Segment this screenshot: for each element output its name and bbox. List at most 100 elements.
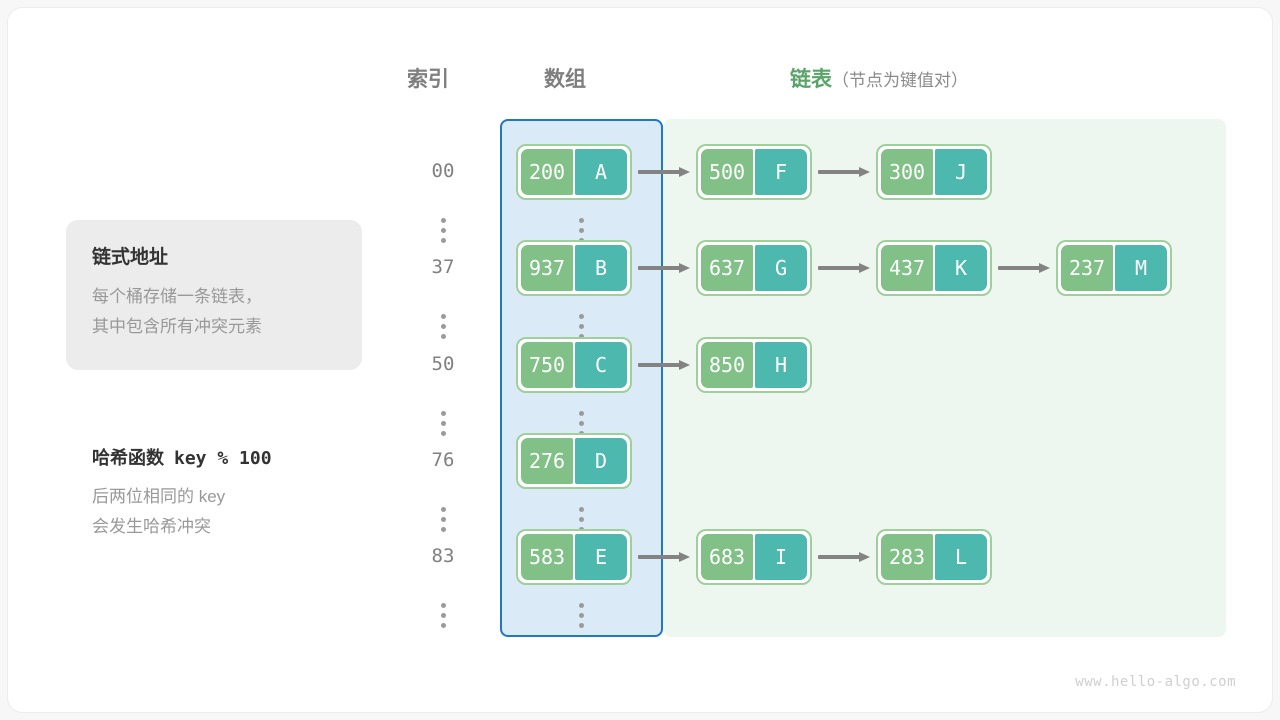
arrow-head (679, 360, 690, 370)
arrow-head (679, 263, 690, 273)
arrow-shaft (818, 555, 860, 559)
index-label: 50 (431, 353, 455, 375)
ellipsis-dot (579, 314, 584, 319)
node-key: 300 (881, 149, 933, 195)
node-value: K (935, 245, 987, 291)
ellipsis-dot (579, 334, 584, 339)
index-ellipsis (441, 507, 447, 532)
node-key: 276 (521, 438, 573, 484)
index-label: 83 (431, 545, 455, 567)
node-value: A (575, 149, 627, 195)
arrow-head (859, 263, 870, 273)
node-key: 583 (521, 534, 573, 580)
next-pointer-arrow (638, 552, 690, 562)
watermark: www.hello-algo.com (1075, 674, 1236, 690)
info-card: 链式地址 每个桶存储一条链表， 其中包含所有冲突元素 (66, 220, 362, 370)
index-ellipsis (441, 218, 447, 243)
index-label: 37 (431, 256, 455, 278)
hash-function-title-label: 哈希函数 (92, 448, 164, 468)
ellipsis-dot (441, 431, 446, 436)
node-value: G (755, 245, 807, 291)
next-pointer-arrow (818, 263, 870, 273)
ellipsis-dot (579, 517, 584, 522)
node-value: H (755, 342, 807, 388)
node-key: 750 (521, 342, 573, 388)
node-value: D (575, 438, 627, 484)
column-header-linkedlist-main: 链表 (790, 68, 832, 91)
ellipsis-dot (579, 411, 584, 416)
index-label: 76 (431, 449, 455, 471)
node-value: B (575, 245, 627, 291)
arrow-shaft (638, 555, 680, 559)
next-pointer-arrow (818, 167, 870, 177)
node-value: C (575, 342, 627, 388)
node-key: 237 (1061, 245, 1113, 291)
ellipsis-dot (441, 623, 446, 628)
array-ellipsis (579, 603, 585, 628)
index-ellipsis (441, 314, 447, 339)
ellipsis-dot (579, 623, 584, 628)
node-value: M (1115, 245, 1167, 291)
ellipsis-dot (441, 507, 446, 512)
node-value: L (935, 534, 987, 580)
arrow-head (679, 552, 690, 562)
arrow-shaft (638, 363, 680, 367)
column-header-linkedlist: 链表（节点为键值对） (790, 63, 968, 93)
ellipsis-dot (579, 324, 584, 329)
arrow-head (1039, 263, 1050, 273)
ellipsis-dot (441, 218, 446, 223)
node-value: J (935, 149, 987, 195)
ellipsis-dot (579, 613, 584, 618)
arrow-shaft (818, 266, 860, 270)
ellipsis-dot (441, 411, 446, 416)
ellipsis-dot (441, 603, 446, 608)
ellipsis-dot (441, 517, 446, 522)
next-pointer-arrow (638, 263, 690, 273)
ellipsis-dot (441, 314, 446, 319)
arrow-shaft (818, 170, 860, 174)
arrow-head (859, 552, 870, 562)
arrow-head (679, 167, 690, 177)
index-ellipsis (441, 411, 447, 436)
ellipsis-dot (579, 421, 584, 426)
ellipsis-dot (441, 228, 446, 233)
ellipsis-dot (579, 228, 584, 233)
node-value: F (755, 149, 807, 195)
node-value: I (755, 534, 807, 580)
node-key: 937 (521, 245, 573, 291)
arrow-shaft (998, 266, 1040, 270)
ellipsis-dot (441, 238, 446, 243)
next-pointer-arrow (638, 360, 690, 370)
node-key: 683 (701, 534, 753, 580)
array-ellipsis (579, 314, 585, 339)
ellipsis-dot (441, 324, 446, 329)
ellipsis-dot (441, 613, 446, 618)
node-key: 850 (701, 342, 753, 388)
node-value: E (575, 534, 627, 580)
node-key: 283 (881, 534, 933, 580)
ellipsis-dot (579, 218, 584, 223)
node-key: 437 (881, 245, 933, 291)
arrow-head (859, 167, 870, 177)
info-card-title: 链式地址 (92, 247, 169, 268)
node-key: 500 (701, 149, 753, 195)
ellipsis-dot (579, 603, 584, 608)
info-card-body: 每个桶存储一条链表， 其中包含所有冲突元素 (92, 287, 262, 336)
column-header-array: 数组 (544, 68, 586, 91)
node-key: 637 (701, 245, 753, 291)
next-pointer-arrow (998, 263, 1050, 273)
index-ellipsis (441, 603, 447, 628)
